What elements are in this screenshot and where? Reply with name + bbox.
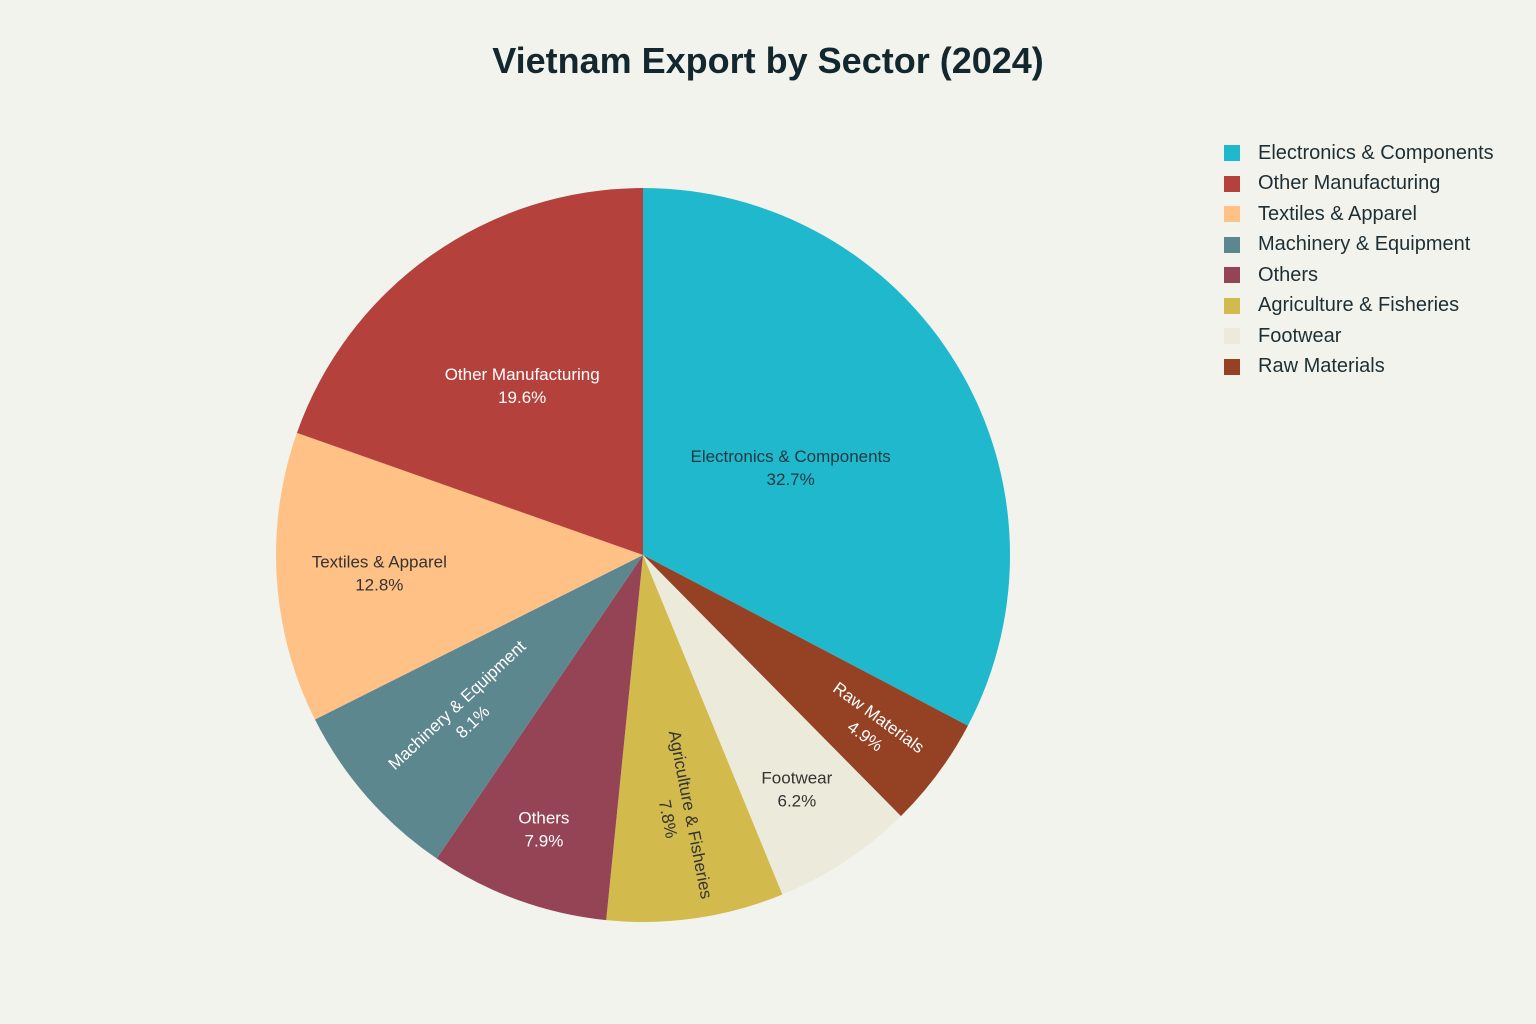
svg-text:7.9%: 7.9% (525, 831, 564, 850)
pie-slice[interactable] (276, 432, 643, 720)
legend-item[interactable]: Agriculture & Fisheries (1224, 291, 1494, 322)
svg-text:Electronics & Components: Electronics & Components (690, 447, 890, 466)
legend-item[interactable]: Raw Materials (1224, 352, 1494, 383)
legend-swatch (1224, 328, 1240, 345)
slice-label: Footwear 6.2% (761, 769, 832, 811)
chart-title: Vietnam Export by Sector (2024) (492, 40, 1044, 81)
pie-slice[interactable] (643, 555, 901, 895)
legend-item[interactable]: Electronics & Components (1224, 138, 1494, 169)
svg-text:Others: Others (518, 808, 569, 827)
pie-slice[interactable] (314, 555, 643, 859)
legend-swatch (1224, 206, 1240, 223)
legend-label: Raw Materials (1258, 355, 1385, 378)
pie-slice[interactable] (436, 555, 643, 921)
legend-label: Other Manufacturing (1258, 172, 1441, 195)
legend-label: Footwear (1258, 324, 1342, 347)
legend-item[interactable]: Machinery & Equipment (1224, 230, 1494, 261)
pie-slice[interactable] (606, 555, 783, 922)
legend-label: Agriculture & Fisheries (1258, 294, 1460, 317)
svg-text:32.7%: 32.7% (767, 470, 815, 489)
pie-slice[interactable] (643, 555, 968, 817)
legend-item[interactable]: Footwear (1224, 321, 1494, 352)
svg-text:Other Manufacturing: Other Manufacturing (445, 365, 600, 384)
legend-item[interactable]: Other Manufacturing (1224, 169, 1494, 200)
legend-item[interactable]: Textiles & Apparel (1224, 199, 1494, 230)
legend-swatch (1224, 267, 1240, 284)
legend-label: Electronics & Components (1258, 141, 1494, 164)
legend-swatch (1224, 358, 1240, 375)
legend-swatch (1224, 297, 1240, 314)
legend-label: Machinery & Equipment (1258, 233, 1471, 256)
legend-swatch (1224, 145, 1240, 162)
slice-label: Others 7.9% (518, 808, 569, 850)
legend-label: Textiles & Apparel (1258, 202, 1417, 225)
svg-text:12.8%: 12.8% (355, 576, 403, 595)
svg-text:19.6%: 19.6% (498, 388, 546, 407)
legend: Electronics & Components Other Manufactu… (1224, 138, 1494, 382)
svg-text:Footwear: Footwear (761, 769, 832, 788)
slice-label: Other Manufacturing 19.6% (445, 365, 600, 407)
legend-label: Others (1258, 263, 1319, 286)
legend-swatch (1224, 236, 1240, 253)
pie-slice[interactable] (643, 188, 1010, 726)
legend-item[interactable]: Others (1224, 260, 1494, 291)
pie-slice[interactable] (296, 187, 643, 556)
legend-swatch (1224, 175, 1240, 192)
slice-label: Textiles & Apparel 12.8% (312, 553, 447, 595)
svg-text:Textiles & Apparel: Textiles & Apparel (312, 553, 447, 572)
svg-text:6.2%: 6.2% (777, 792, 816, 811)
slice-label: Electronics & Components 32.7% (690, 447, 890, 489)
